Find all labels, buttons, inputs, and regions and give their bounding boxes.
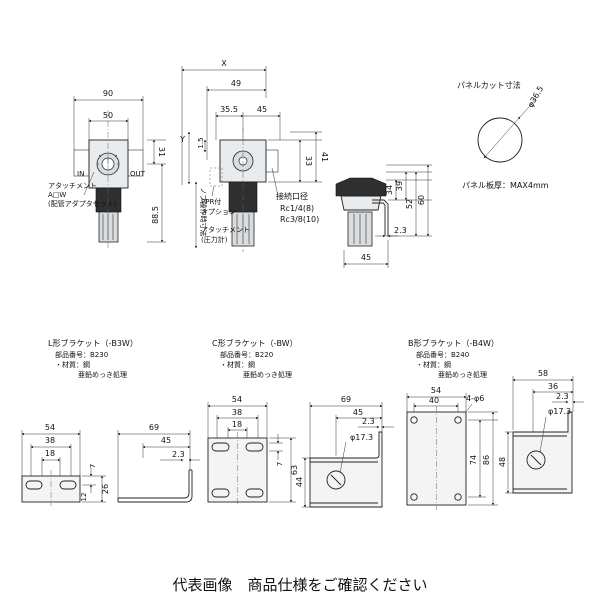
dim-39: 39 bbox=[395, 181, 404, 191]
front-attachment-line1: アタッチメント bbox=[48, 181, 97, 190]
bc-dim-54: 54 bbox=[232, 395, 242, 404]
bc-side-dim-2-3: 2.3 bbox=[362, 417, 375, 426]
panel-cut-diameter: φ36.5 bbox=[526, 85, 545, 109]
dim-y: Y bbox=[179, 135, 185, 144]
dim-x: X bbox=[221, 59, 227, 68]
bl-dim-54: 54 bbox=[45, 423, 55, 432]
bb-dia: φ17.3 bbox=[548, 407, 571, 416]
bc-dim-44: 44 bbox=[295, 477, 304, 487]
bracket-b-notes: B形ブラケット（-B4W） 部品番号：B240 ・材質：鋼 亜鉛めっき処理 bbox=[408, 338, 499, 379]
bracket-c-part: 部品番号：B220 bbox=[220, 350, 273, 359]
ppr-line2: オプション bbox=[201, 208, 236, 216]
panel-cut-title: パネルカット寸法 bbox=[457, 80, 521, 90]
bracket-c-front-view: 54 38 18 7 63 bbox=[207, 395, 299, 506]
bracket-l-material: ・材質：鋼 bbox=[55, 360, 90, 369]
bb-dim-54: 54 bbox=[431, 386, 441, 395]
bl-dim-18: 18 bbox=[45, 449, 55, 458]
dim-88-5: 88.5 bbox=[151, 206, 160, 224]
bc-dim-7: 7 bbox=[276, 462, 284, 466]
regulator-bracket-side-view: 34 39 52 60 2.3 45 bbox=[335, 164, 432, 268]
bl-dim-38: 38 bbox=[45, 436, 55, 445]
port-line3: Rc3/8(10) bbox=[280, 215, 319, 224]
bracket-l-finish: 亜鉛めっき処理 bbox=[78, 370, 127, 379]
side-attachment-line1: アタッチメント bbox=[201, 225, 250, 234]
bracket-c-title: C形ブラケット（-BW） bbox=[212, 338, 298, 348]
gauge-ticks bbox=[97, 154, 119, 165]
bl-side-dim-69: 69 bbox=[149, 423, 159, 432]
bb-holes: 4-φ6 bbox=[466, 394, 484, 403]
bl-side-dim-2-3: 2.3 bbox=[172, 450, 185, 459]
dim-33: 33 bbox=[304, 156, 313, 166]
out-label: OUT bbox=[130, 170, 146, 178]
bracket-l-side-view: 69 45 2.3 bbox=[117, 423, 200, 503]
bracket-c-finish: 亜鉛めっき処理 bbox=[243, 370, 292, 379]
bb-side-dim-2-3: 2.3 bbox=[556, 392, 569, 401]
footer-caption: 代表画像 商品仕様をご確認ください bbox=[172, 576, 428, 594]
regulator-side-view: X 49 35.5 45 Y 1.5 ノブ操作時寸法 bbox=[179, 59, 329, 252]
dim-60: 60 bbox=[417, 195, 426, 205]
panel-cut-dimension: パネルカット寸法 φ36.5 パネル板厚：MAX4mm bbox=[457, 80, 549, 190]
bracket-c-notes: C形ブラケット（-BW） 部品番号：B220 ・材質：鋼 亜鉛めっき処理 bbox=[212, 338, 298, 379]
bc-dim-38: 38 bbox=[232, 408, 242, 417]
dim-2-3: 2.3 bbox=[394, 226, 407, 235]
ppr-line1: PPR付 bbox=[201, 197, 221, 206]
bracket-c-material: ・材質：鋼 bbox=[220, 360, 255, 369]
bb-dim-86: 86 bbox=[482, 455, 491, 465]
bracket-b-side-view: 58 36 2.3 φ17.3 48 bbox=[498, 369, 584, 494]
dim-35-5: 35.5 bbox=[220, 105, 238, 114]
bb-dim-74: 74 bbox=[469, 455, 478, 465]
bb-dim-48: 48 bbox=[498, 457, 507, 467]
side-attachment-line2: (圧力計) bbox=[201, 235, 228, 244]
bb-side-dim-58: 58 bbox=[538, 369, 548, 378]
bracket-l-title: L形ブラケット（-B3W） bbox=[48, 338, 138, 348]
dim-45: 45 bbox=[257, 105, 267, 114]
bl-dim-12: 12 bbox=[80, 493, 88, 502]
bl-side-dim-45: 45 bbox=[161, 436, 171, 445]
port-line1: 接続口径 bbox=[276, 191, 308, 201]
bracket-l-front-view: 54 38 18 7 26 12 bbox=[21, 423, 110, 506]
front-attachment-line2: A□W bbox=[48, 191, 66, 199]
bl-dim-26: 26 bbox=[101, 484, 110, 494]
dim-41: 41 bbox=[320, 152, 329, 162]
knob-operation-note: ノブ操作時寸法 bbox=[199, 188, 208, 237]
dim-90: 90 bbox=[103, 89, 113, 98]
dim-49: 49 bbox=[231, 79, 241, 88]
bracket-c-side-view: 69 45 2.3 φ17.3 44 bbox=[295, 395, 394, 508]
bracket-b-material: ・材質：鋼 bbox=[416, 360, 451, 369]
dim-52: 52 bbox=[405, 199, 414, 209]
bracket-b-part: 部品番号：B240 bbox=[416, 350, 469, 359]
port-line2: Rc1/4(8) bbox=[280, 204, 314, 213]
dim-31: 31 bbox=[157, 147, 166, 157]
bc-dim-18: 18 bbox=[232, 420, 242, 429]
bc-dia: φ17.3 bbox=[350, 433, 373, 442]
dim-45-bottom: 45 bbox=[361, 253, 371, 262]
front-attachment-line3: (配管アダプタセット) bbox=[48, 199, 117, 208]
bc-dim-63: 63 bbox=[290, 465, 299, 475]
regulator-front-view: 90 50 IN OUT 3 bbox=[48, 89, 166, 250]
bracket-b-front-view: 54 40 4-φ6 74 86 bbox=[406, 386, 498, 510]
bracket-b-finish: 亜鉛めっき処理 bbox=[438, 370, 487, 379]
in-label: IN bbox=[77, 170, 84, 178]
bb-dim-40: 40 bbox=[429, 396, 439, 405]
panel-thickness: パネル板厚：MAX4mm bbox=[462, 180, 549, 190]
bl-dim-7: 7 bbox=[89, 464, 97, 468]
bc-side-dim-45: 45 bbox=[353, 408, 363, 417]
bracket-l-notes: L形ブラケット（-B3W） 部品番号：B230 ・材質：鋼 亜鉛めっき処理 bbox=[48, 338, 138, 379]
bb-side-dim-36: 36 bbox=[548, 382, 558, 391]
dim-1-5: 1.5 bbox=[197, 137, 205, 148]
dim-34: 34 bbox=[385, 185, 394, 195]
bc-side-dim-69: 69 bbox=[341, 395, 351, 404]
bracket-b-title: B形ブラケット（-B4W） bbox=[408, 338, 499, 348]
bracket-l-part: 部品番号：B230 bbox=[55, 350, 108, 359]
